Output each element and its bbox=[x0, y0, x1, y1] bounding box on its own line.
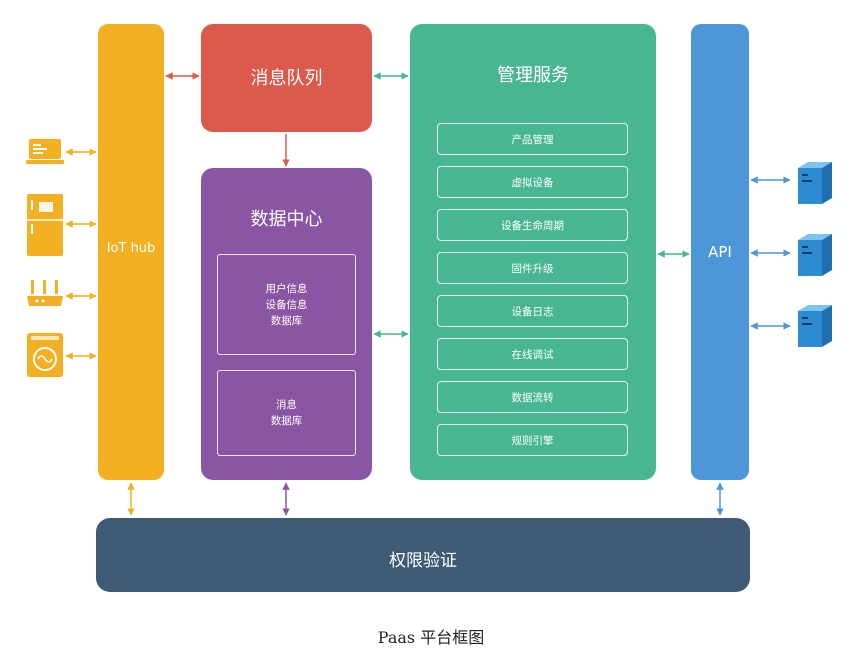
iot-hub-label: IoT hub bbox=[106, 241, 156, 256]
management-service-title: 管理服务 bbox=[497, 65, 569, 86]
api-block bbox=[691, 24, 749, 480]
box-line: 数据库 bbox=[270, 314, 303, 327]
ms-item-device-lifecycle: 设备生命周期 bbox=[437, 209, 628, 241]
ms-item-device-log: 设备日志 bbox=[437, 295, 628, 327]
data-center-block bbox=[201, 168, 372, 480]
box-line: 数据库 bbox=[270, 415, 303, 427]
message-queue-block bbox=[201, 24, 372, 132]
box-line: 用户信息 bbox=[265, 282, 308, 295]
ms-item-data-flow: 数据流转 bbox=[437, 381, 628, 413]
iot-hub-block bbox=[98, 24, 164, 480]
user-device-database-box: 用户信息 设备信息 数据库 bbox=[217, 254, 356, 355]
washing-machine-icon bbox=[27, 333, 63, 377]
ms-item-product-management: 产品管理 bbox=[437, 123, 628, 155]
auth-label: 权限验证 bbox=[389, 551, 457, 571]
data-center-title: 数据中心 bbox=[250, 209, 323, 230]
figure-caption: Paas 平台框图 bbox=[377, 628, 485, 647]
server-icon bbox=[798, 305, 832, 347]
ms-item-virtual-device: 虚拟设备 bbox=[437, 166, 628, 198]
laptop-icon bbox=[26, 139, 64, 164]
ms-item-firmware-upgrade: 固件升级 bbox=[437, 252, 628, 284]
message-database-box: 消息 数据库 bbox=[217, 370, 356, 456]
server-icon bbox=[798, 162, 832, 204]
box-line: 设备信息 bbox=[265, 298, 308, 311]
auth-block bbox=[96, 518, 750, 592]
router-icon bbox=[27, 280, 63, 306]
message-queue-label: 消息队列 bbox=[250, 68, 323, 89]
box-line: 消息 bbox=[276, 399, 297, 411]
fridge-icon bbox=[27, 194, 63, 256]
ms-item-rule-engine: 规则引擎 bbox=[437, 424, 628, 456]
api-label: API bbox=[708, 243, 732, 261]
ms-item-online-debug: 在线调试 bbox=[437, 338, 628, 370]
server-icon bbox=[798, 234, 832, 276]
